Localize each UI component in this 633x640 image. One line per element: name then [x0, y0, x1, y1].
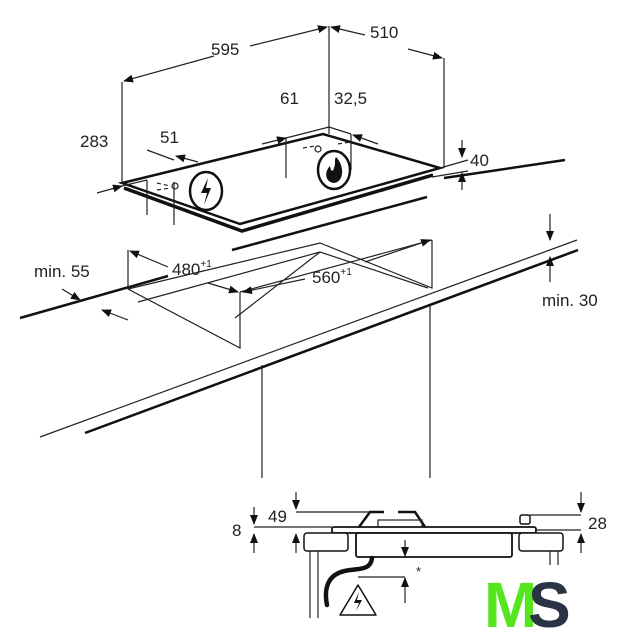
dim-height: 40: [470, 151, 489, 170]
dim-depth: 510: [370, 23, 398, 42]
power-cable: [323, 555, 375, 608]
dim-burner-side: 32,5: [334, 89, 367, 108]
dim-section-total: 49: [268, 507, 287, 526]
dim-burner-back: 61: [280, 89, 299, 108]
electric-hazard-warning-icon: [339, 584, 377, 616]
dim-width: 595: [211, 40, 239, 59]
hob-perspective: 595 510 61 32,5 283 51 40: [80, 23, 489, 233]
ms-logo: M S: [484, 569, 571, 640]
clearance-note: *: [416, 564, 421, 579]
dim-section-left: 8: [232, 521, 241, 540]
worktop-cutout: 480+1 560+1 min. 55 min. 30: [19, 158, 598, 478]
dim-cutout-width: 560+1: [312, 267, 352, 287]
cross-section: * 8 49 28: [232, 492, 607, 618]
dim-min-front: min. 55: [34, 262, 90, 281]
hob-outline: [117, 132, 445, 226]
logo-m: M: [484, 569, 534, 640]
electric-symbol-icon: [188, 170, 224, 212]
logo-s: S: [528, 569, 571, 640]
dim-section-right: 28: [588, 514, 607, 533]
gas-flame-icon: [316, 149, 352, 191]
hob-edge: [123, 173, 434, 233]
dim-min-worktop: min. 30: [542, 291, 598, 310]
dim-left-offset: 283: [80, 132, 108, 151]
dim-left-burner: 51: [160, 128, 179, 147]
dim-cutout-depth: 480+1: [172, 259, 212, 279]
